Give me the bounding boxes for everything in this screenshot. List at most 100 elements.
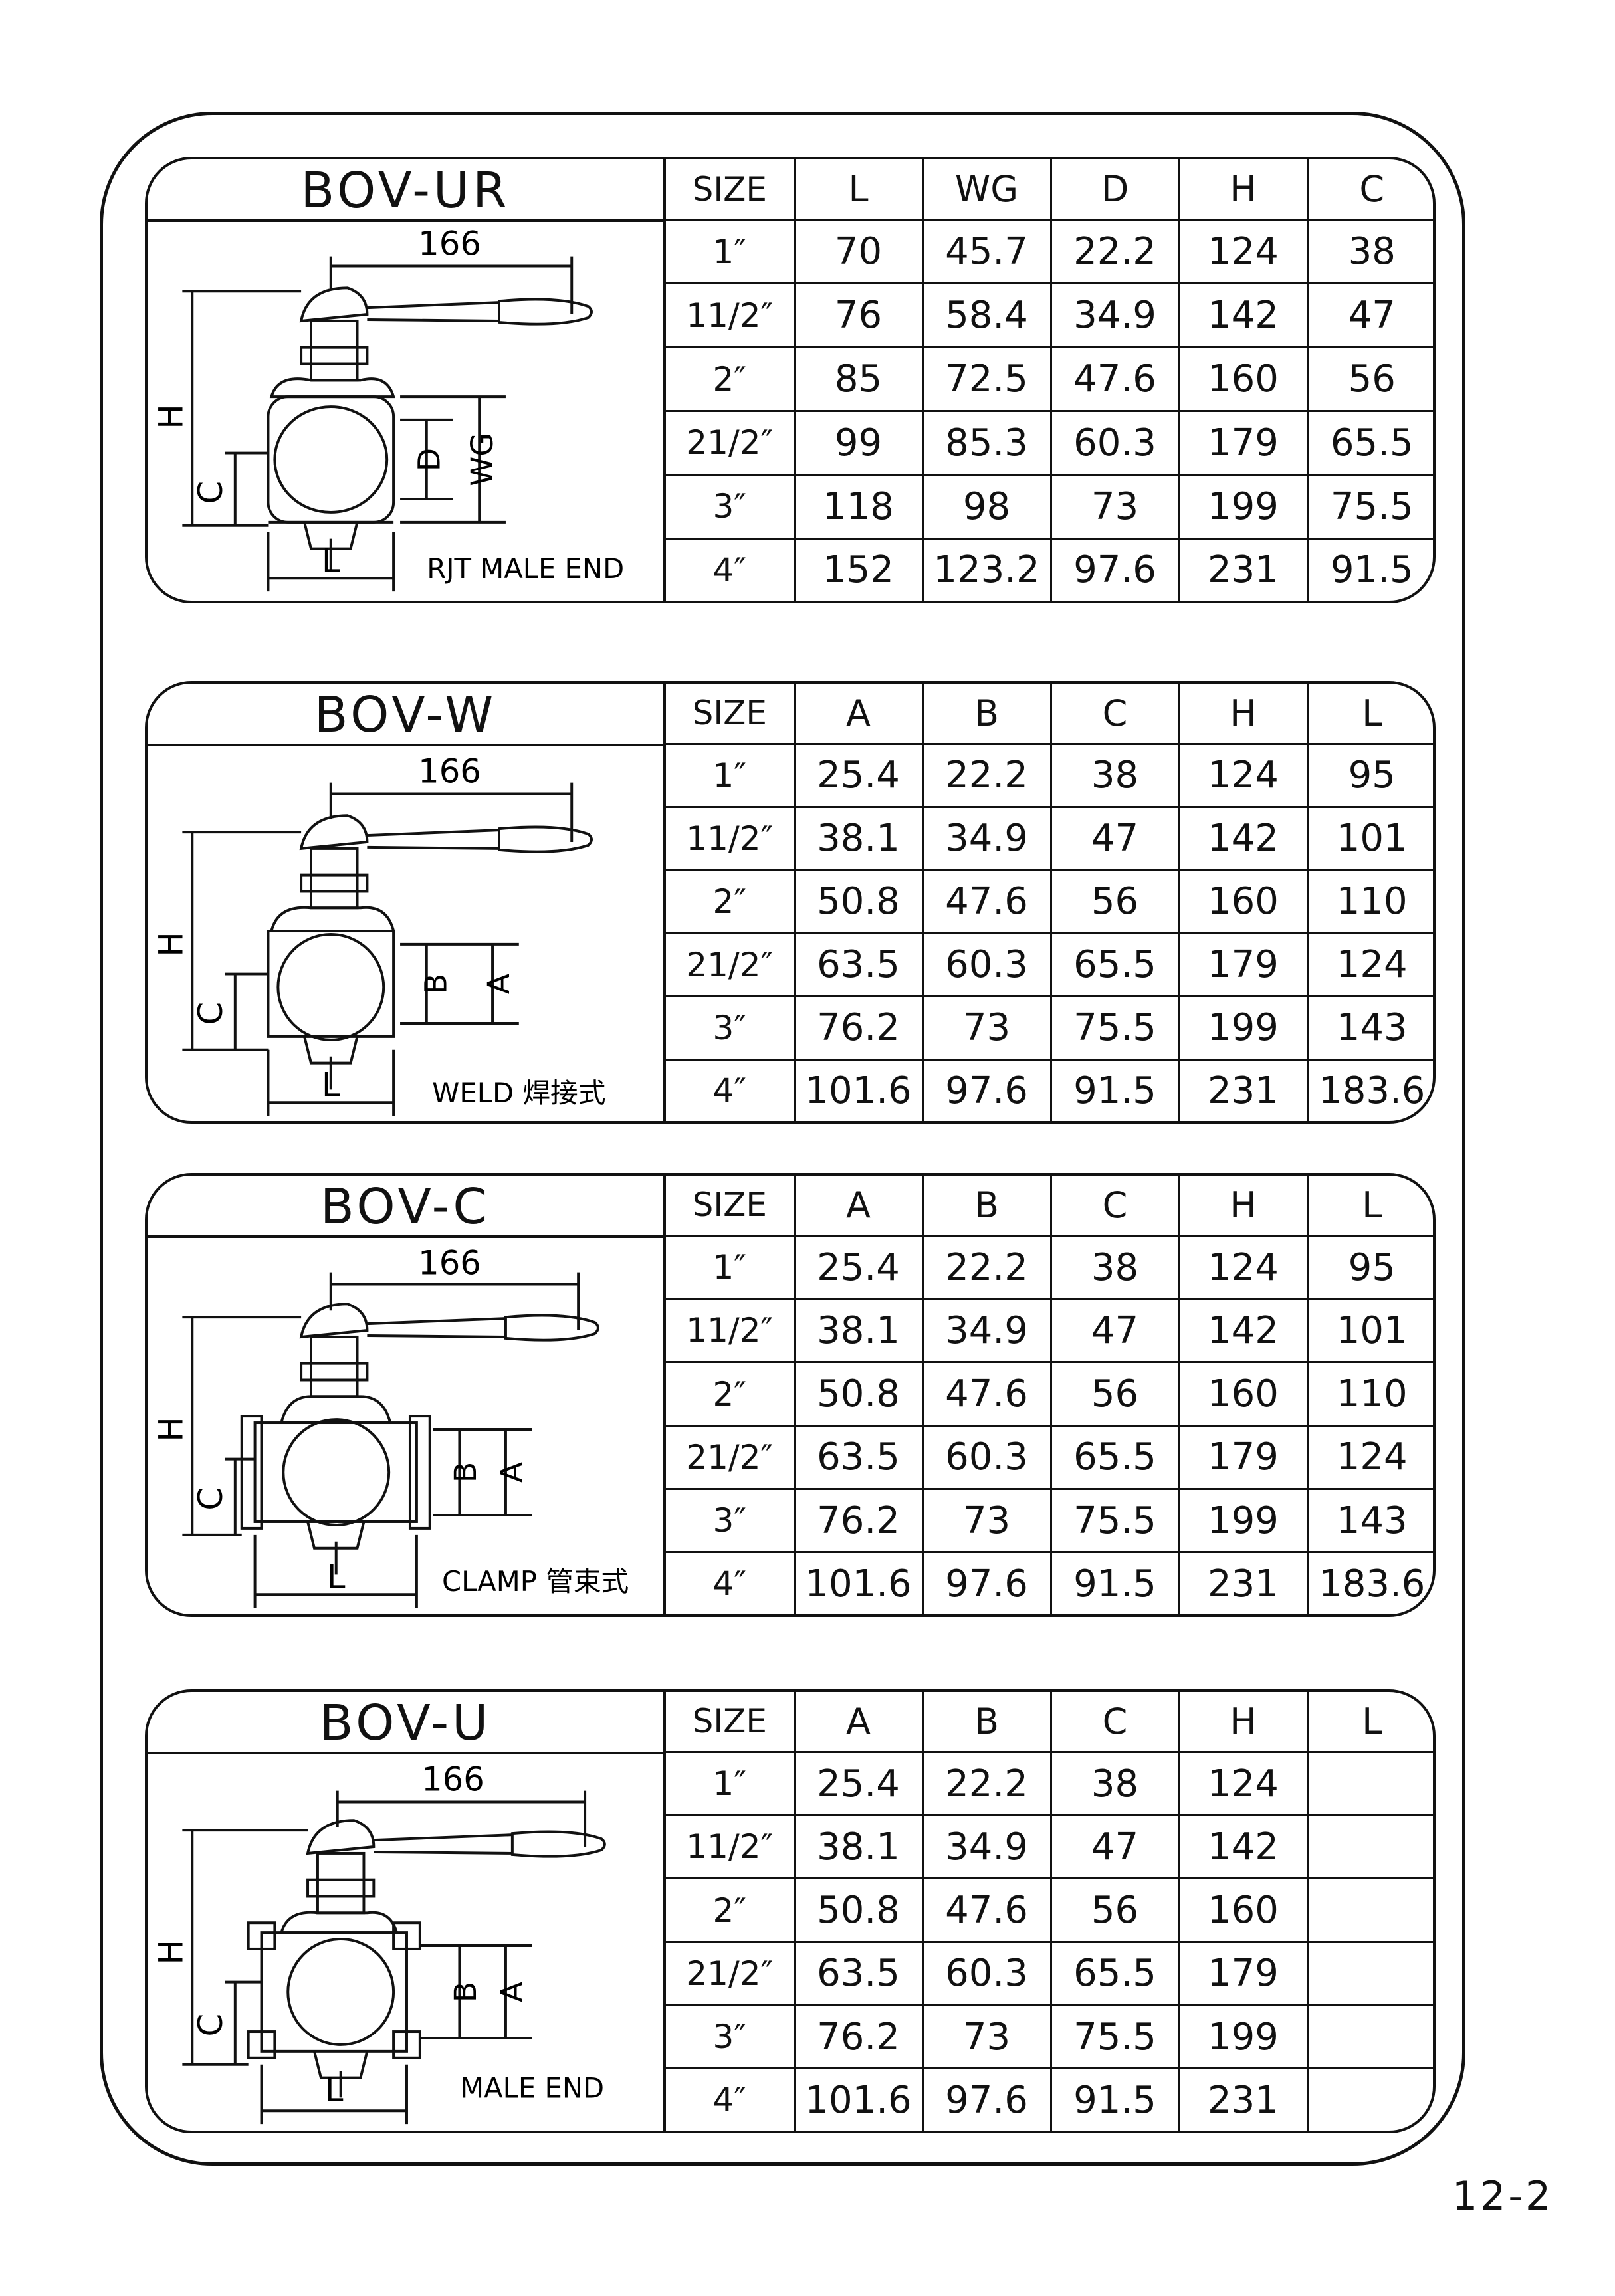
value-cell: 97.6 [1049,537,1180,601]
size-cell: 4″ [666,1058,796,1121]
dimension-166: 166 [418,225,481,263]
value-cell: 231 [1178,1551,1309,1614]
column-header: H [1178,159,1309,221]
value-cell: 199 [1178,473,1309,540]
value-cell: 73 [921,1487,1052,1554]
value-cell: 22.2 [921,1234,1052,1301]
value-cell: 91.5 [1306,537,1433,601]
value-cell: 63.5 [793,1940,924,2007]
value-cell: 60.3 [921,1424,1052,1491]
label-C: C [191,2014,230,2037]
value-cell: 58.4 [921,282,1052,349]
label-H: H [152,1417,190,1441]
model-title: BOV-C [148,1176,663,1238]
size-cell: 3″ [666,473,796,540]
value-cell: 160 [1178,869,1309,934]
valve-drawing: 166 H C B A L CLAMP 管束式 [148,1238,663,1614]
value-cell: 199 [1178,1487,1309,1554]
value-cell: 142 [1178,805,1309,871]
column-header: B [921,684,1052,745]
size-cell: 2″ [666,346,796,412]
value-cell: 50.8 [793,1877,924,1943]
column-header: C [1049,1176,1180,1237]
spec-block-bov-u: BOV-U [145,1689,1436,2133]
column-header: L [793,159,924,221]
value-cell: 183.6 [1306,1058,1433,1121]
value-cell: 85 [793,346,924,412]
model-title: BOV-UR [148,159,663,222]
value-cell: 47 [1049,1298,1180,1364]
size-cell: 4″ [666,537,796,601]
label-A: A [481,974,516,994]
end-type-label: MALE END [460,2071,604,2104]
column-header: L [1306,1176,1433,1237]
value-cell: 98 [921,473,1052,540]
value-cell: 97.6 [921,1058,1052,1121]
value-cell: 38 [1049,742,1180,808]
spec-block-bov-ur: BOV-UR [145,157,1436,603]
column-header: SIZE [666,1692,796,1753]
value-cell [1306,1940,1433,2007]
value-cell: 25.4 [793,742,924,808]
value-cell: 99 [793,410,924,476]
label-C: C [191,1002,230,1025]
column-header: A [793,1692,924,1753]
size-cell: 3″ [666,2004,796,2070]
value-cell: 60.3 [1049,410,1180,476]
model-title: BOV-U [148,1692,663,1754]
value-cell [1306,2004,1433,2070]
label-L: L [322,1065,340,1104]
valve-drawing-svg: 166 H C D WG L RJT MALE END [152,225,624,592]
value-cell: 34.9 [1049,282,1180,349]
value-cell: 85.3 [921,410,1052,476]
value-cell: 101.6 [793,1058,924,1121]
value-cell: 70 [793,219,924,285]
handle-hub [299,286,369,323]
label-H: H [152,404,190,429]
label-B: B [448,1982,483,2002]
label-L: L [325,2070,344,2109]
column-header: H [1178,1692,1309,1753]
value-cell: 25.4 [793,1750,924,1817]
valve-drawing: 166 H C D WG L RJT MALE END [148,222,663,601]
value-cell: 73 [921,2004,1052,2070]
value-cell: 45.7 [921,219,1052,285]
value-cell: 76.2 [793,2004,924,2070]
size-cell: 21/2″ [666,932,796,997]
value-cell: 97.6 [921,1551,1052,1614]
label-A: A [494,1462,530,1483]
value-cell: 231 [1178,537,1309,601]
column-header: C [1049,684,1180,745]
value-cell [1306,2067,1433,2131]
value-cell: 160 [1178,1361,1309,1427]
size-cell: 4″ [666,1551,796,1614]
column-header: SIZE [666,684,796,745]
value-cell: 110 [1306,1361,1433,1427]
handle-grip [498,298,593,326]
value-cell: 47.6 [921,869,1052,934]
value-cell: 152 [793,537,924,601]
value-cell: 97.6 [921,2067,1052,2131]
value-cell: 38 [1049,1750,1180,1817]
value-cell: 50.8 [793,1361,924,1427]
column-header: D [1049,159,1180,221]
value-cell: 95 [1306,1234,1433,1301]
value-cell: 75.5 [1306,473,1433,540]
value-cell: 65.5 [1049,1940,1180,2007]
valve-drawing-svg: 166 H C B A L CLAMP 管束式 [152,1244,629,1608]
value-cell: 123.2 [921,537,1052,601]
